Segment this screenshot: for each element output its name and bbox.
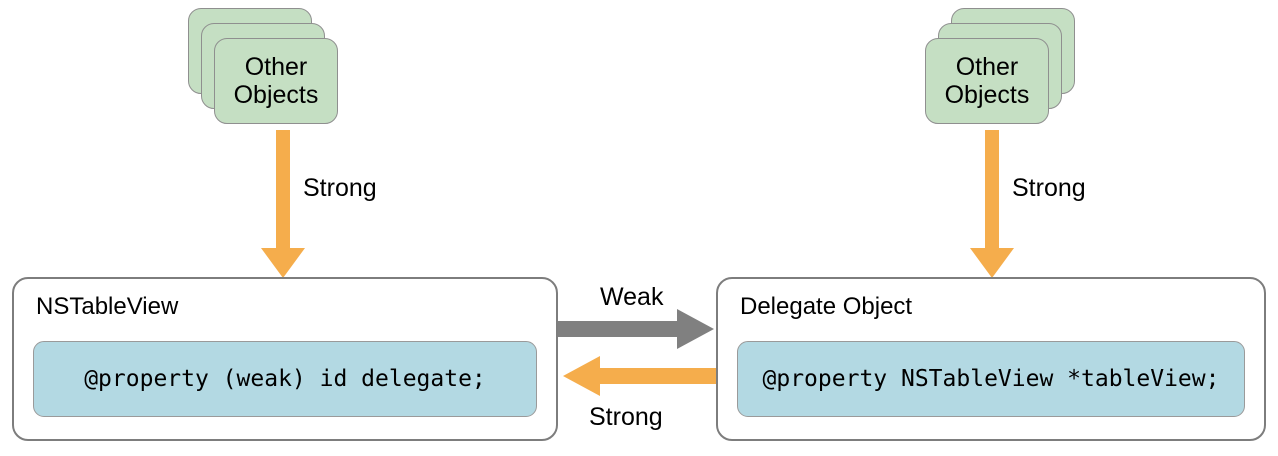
other-objects-stack-right: Other Objects — [925, 8, 1075, 124]
other-objects-card-right: Other Objects — [925, 38, 1049, 124]
nstableview-title: NSTableView — [36, 293, 179, 320]
weak-arrow-right-icon — [556, 309, 714, 349]
other-objects-stack-left: Other Objects — [188, 8, 338, 124]
weak-label: Weak — [600, 283, 664, 311]
strong-label-center: Strong — [589, 403, 663, 431]
strong-label-right: Strong — [1012, 174, 1086, 202]
nstableview-code-box: @property (weak) id delegate; — [33, 341, 537, 417]
delegate-object-box: Delegate Object @property NSTableView *t… — [716, 277, 1266, 441]
nstableview-box: NSTableView @property (weak) id delegate… — [12, 277, 558, 441]
delegate-object-code-box: @property NSTableView *tableView; — [737, 341, 1245, 417]
strong-arrow-down-right-icon — [970, 130, 1014, 278]
strong-arrow-left-icon — [563, 356, 720, 396]
strong-arrow-down-left-icon — [261, 130, 305, 278]
delegate-object-title: Delegate Object — [740, 293, 913, 320]
other-objects-label-right: Other Objects — [944, 53, 1030, 109]
nstableview-code-text: @property (weak) id delegate; — [84, 366, 486, 392]
delegate-object-code-text: @property NSTableView *tableView; — [762, 366, 1220, 392]
strong-label-left: Strong — [303, 174, 377, 202]
other-objects-card-left: Other Objects — [214, 38, 338, 124]
other-objects-label-left: Other Objects — [233, 53, 319, 109]
